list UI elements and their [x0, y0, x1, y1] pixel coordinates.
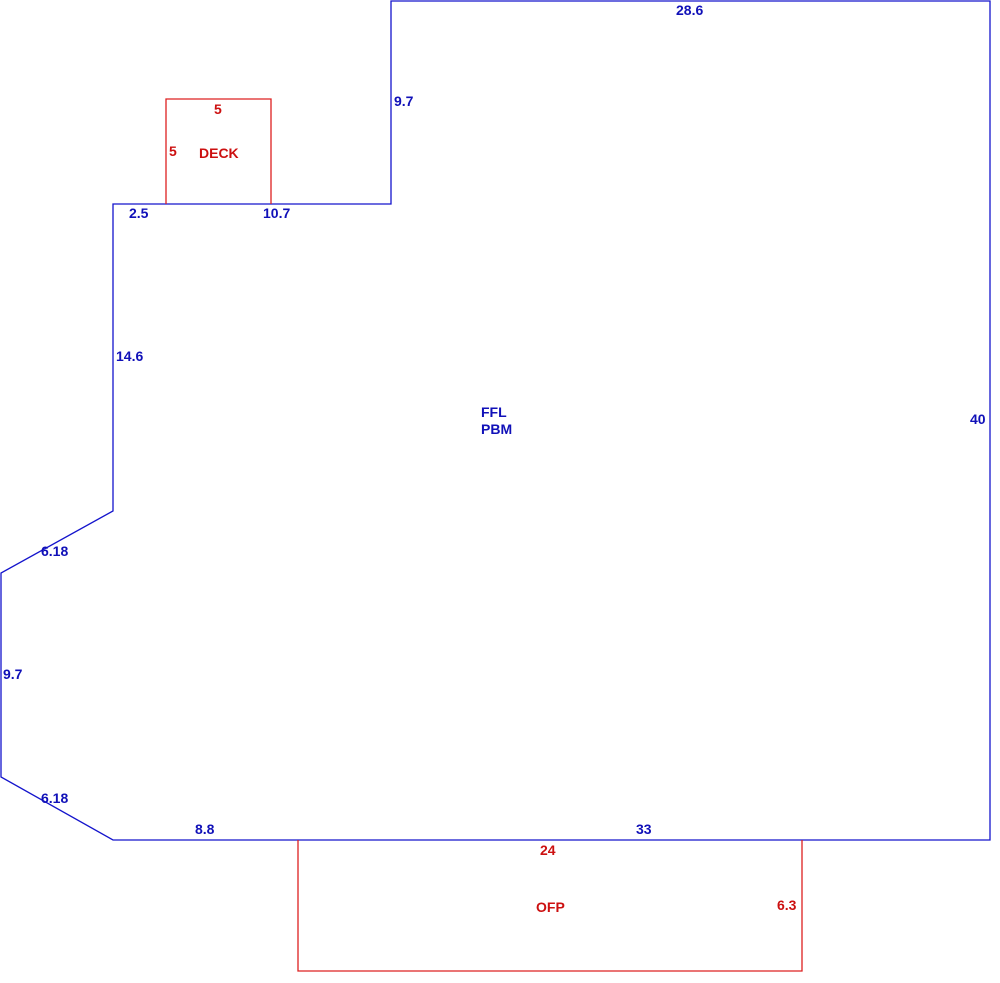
main-area-label-pbm: PBM — [481, 421, 512, 437]
dim-right: 40 — [970, 411, 986, 427]
dim-top: 28.6 — [676, 2, 703, 18]
dim-bottom-right: 33 — [636, 821, 652, 837]
deck-dim-width: 5 — [214, 101, 222, 117]
dim-bottom-left: 8.8 — [195, 821, 215, 837]
dim-left-upper: 14.6 — [116, 348, 143, 364]
dim-top-left-mid: 10.7 — [263, 205, 290, 221]
porch-dim-width: 24 — [540, 842, 556, 858]
deck-outline — [165, 98, 272, 204]
dim-upper-chamfer: 6.18 — [41, 543, 68, 559]
porch-label: OFP — [536, 899, 565, 915]
deck-label: DECK — [199, 145, 239, 161]
dim-left-wall: 9.7 — [3, 666, 23, 682]
dim-lower-chamfer: 6.18 — [41, 790, 68, 806]
deck-dim-depth: 5 — [169, 143, 177, 159]
dim-notch-vertical: 9.7 — [394, 93, 414, 109]
porch-dim-depth: 6.3 — [777, 897, 797, 913]
main-area-label-ffl: FFL — [481, 404, 507, 420]
dim-top-left-short: 2.5 — [129, 205, 149, 221]
porch-outline — [297, 840, 803, 972]
main-area-outline — [0, 0, 991, 841]
